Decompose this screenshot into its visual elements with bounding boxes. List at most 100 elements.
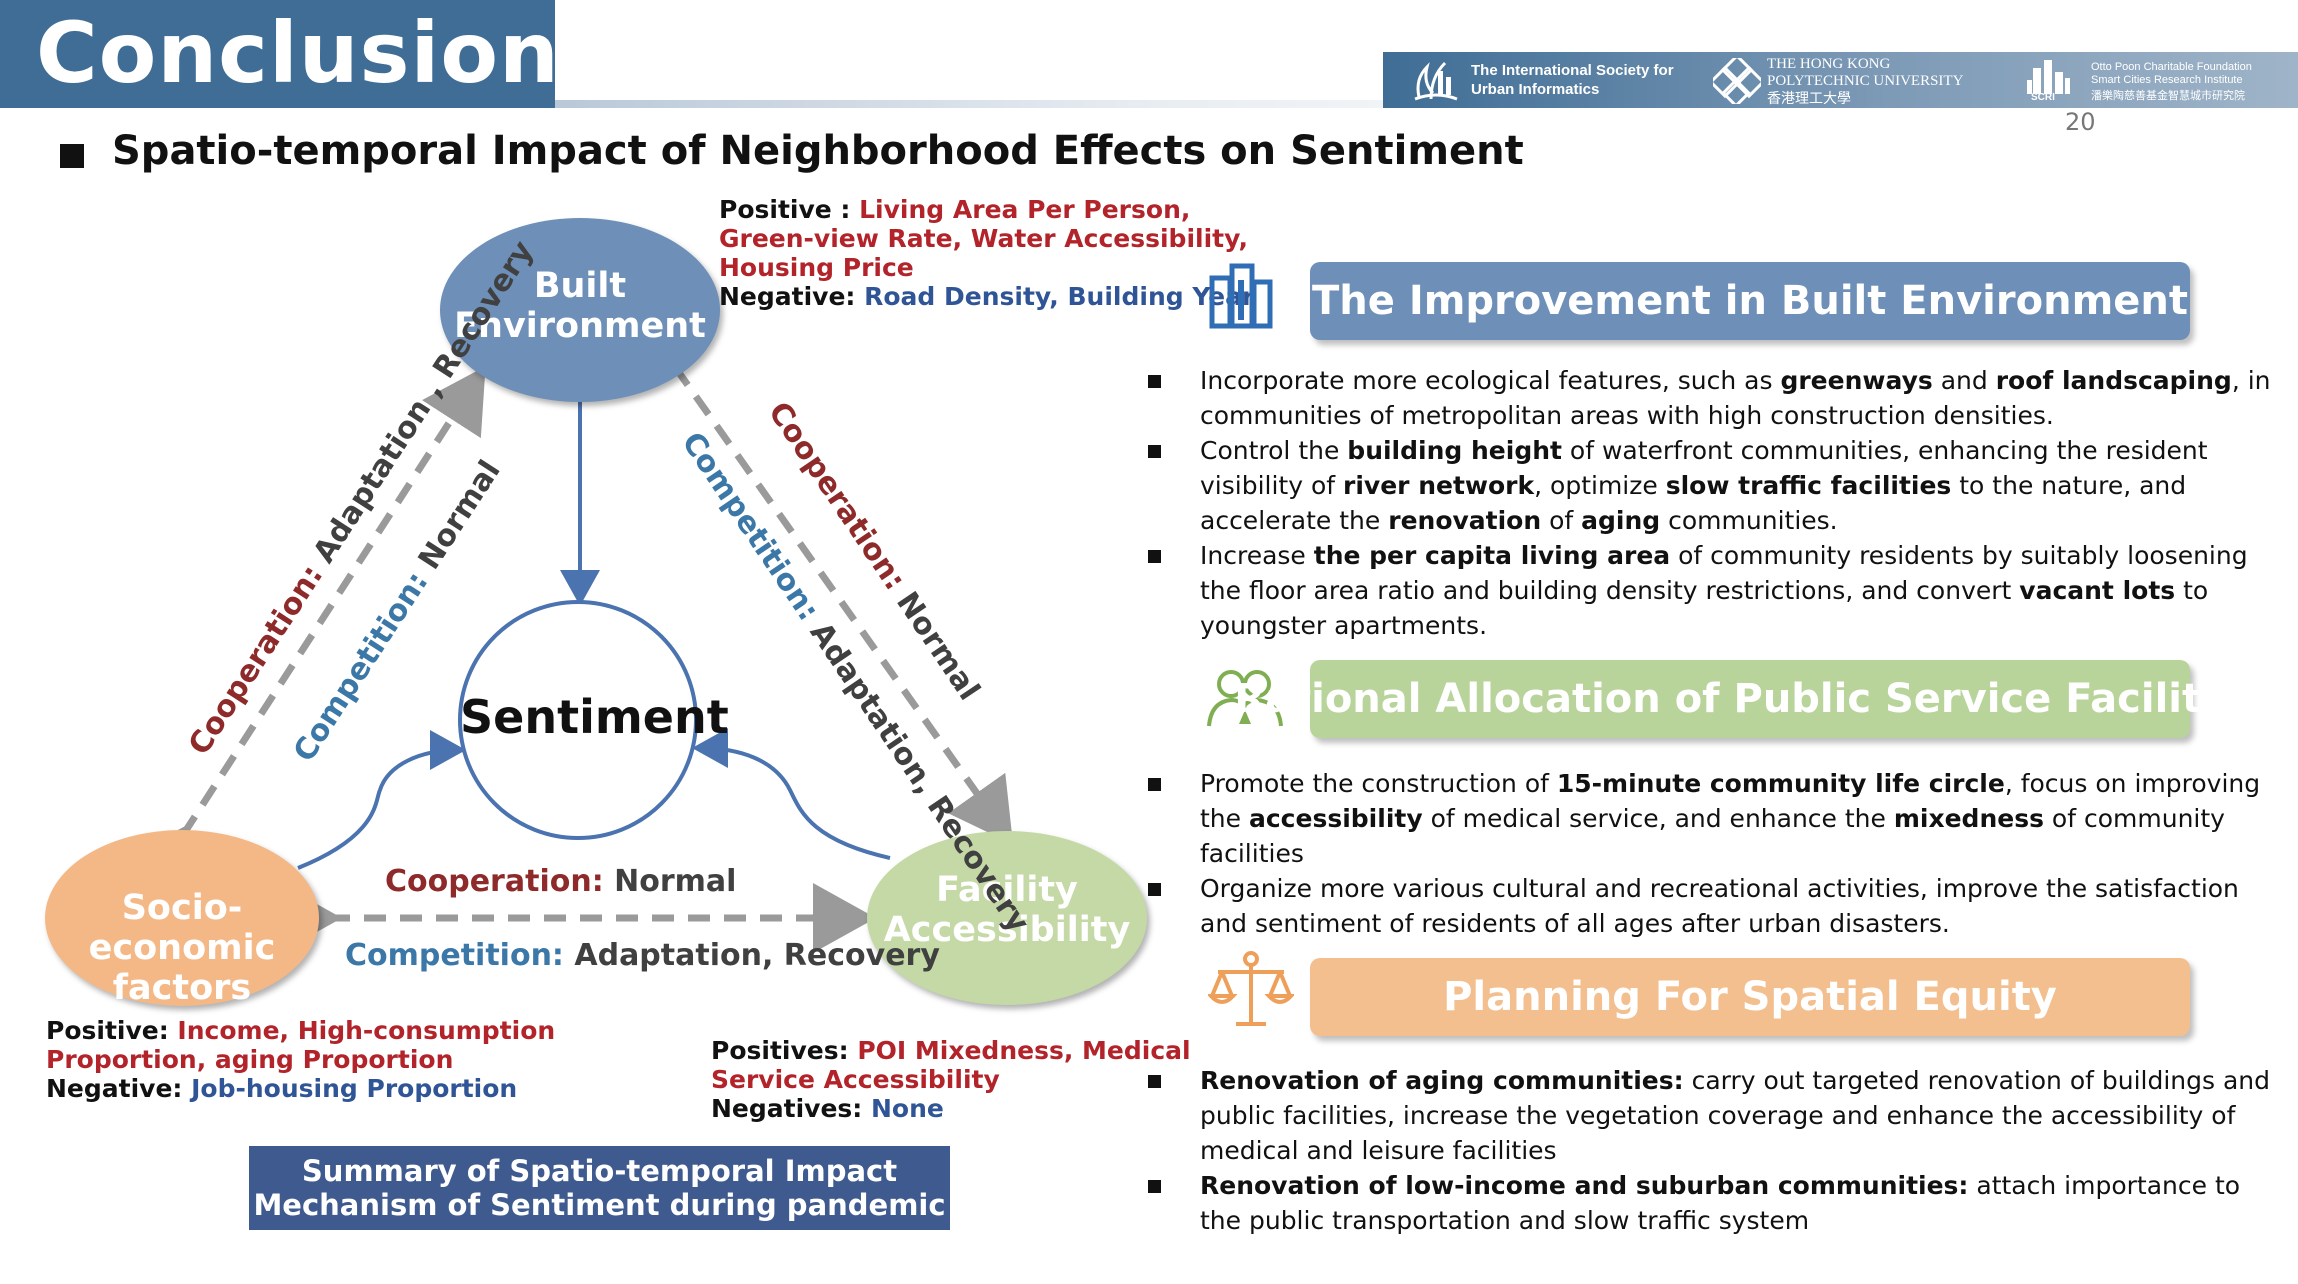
bullet-facility-1-text-a: Promote the construction of xyxy=(1200,769,1557,798)
bottom-cooperation-text: Cooperation: Normal xyxy=(385,864,736,899)
left-relation-arrow xyxy=(127,366,486,896)
bullet-built-2-key-b: river network xyxy=(1343,471,1535,500)
title-underline xyxy=(555,100,1755,108)
built-positive-label: Positive : xyxy=(719,195,860,224)
socio-economic-node xyxy=(45,830,319,1006)
bullet-built-2-text-f: communities. xyxy=(1660,506,1838,535)
bottom-comp-value: Adaptation, Recovery xyxy=(574,938,940,973)
section-heading: Spatio-temporal Impact of Neighborhood E… xyxy=(112,128,1524,174)
bullet-built-3-text-a: Increase xyxy=(1200,541,1314,570)
built-positive-line2: Green-view Rate, Water Accessibility, xyxy=(719,224,1248,253)
facility-label-line1: Facility xyxy=(936,870,1078,910)
polyu-name-line3: 香港理工大學 xyxy=(1767,90,1851,106)
scale-icon xyxy=(1208,951,1294,1026)
page-number: 20 xyxy=(2065,108,2096,136)
bullet-built-2-key-c: slow traffic facilities xyxy=(1665,471,1952,500)
socio-to-sentiment-arrow xyxy=(297,730,466,870)
socio-positive-line1: Income, High-consumption xyxy=(177,1016,556,1045)
bullet-built-2-text-d: to the nature, and accelerate the xyxy=(1200,471,2187,535)
bullet-built-2-text-c: , optimize xyxy=(1534,471,1666,500)
summary-line2: Mechanism of Sentiment during pandemic xyxy=(253,1188,946,1222)
scri-badge: SCRI xyxy=(2031,92,2055,103)
bottom-competition-text: Competition: Adaptation, Recovery xyxy=(345,938,940,973)
facility-positive-line1: POI Mixedness, Medical xyxy=(857,1036,1191,1065)
isui-name-line1: The International Society for xyxy=(1471,62,1674,79)
facility-effects: Positives: POI Mixedness, Medical Servic… xyxy=(711,1036,1191,1123)
built-effects: Positive : Living Area Per Person, Green… xyxy=(719,195,1254,311)
built-negative-label: Negative: xyxy=(719,282,865,311)
logo-banner: The International Society for Urban Info… xyxy=(1383,52,2298,108)
heading-bullet xyxy=(60,144,84,168)
bullets-equity: Renovation of aging communities: carry o… xyxy=(1148,1063,2288,1238)
socio-negative-label: Negative: xyxy=(46,1074,192,1103)
bullet-built-1-key-b: roof landscaping xyxy=(1995,366,2232,395)
bottom-coop-label: Cooperation: xyxy=(385,864,615,899)
bullet-equity-1-text: carry out targeted renovation of buildin… xyxy=(1200,1066,2271,1165)
bullet-equity-2: Renovation of low-income and suburban co… xyxy=(1148,1168,2288,1238)
polyu-logo-icon xyxy=(1713,58,1761,104)
slide-title: Conclusion xyxy=(36,4,560,102)
bullet-built-2-text-e: of xyxy=(1541,506,1582,535)
bullet-built-2-text-b: of waterfront communities, enhancing the… xyxy=(1200,436,2208,500)
bottom-coop-value: Normal xyxy=(614,864,737,899)
built-positive-line1: Living Area Per Person, xyxy=(859,195,1191,224)
bullet-built-3-text-c: to youngster apartments. xyxy=(1200,576,2209,640)
facility-negative-value: None xyxy=(871,1094,944,1123)
bullet-built-2: Control the building height of waterfron… xyxy=(1148,433,2288,538)
bullet-built-3: Increase the per capita living area of c… xyxy=(1148,538,2288,643)
bullet-built-3-key-a: the per capita living area xyxy=(1313,541,1671,570)
bullet-facility-1-text-c: of medical service, and enhance the xyxy=(1422,804,1894,833)
bullet-facility-1-key-c: mixedness xyxy=(1893,804,2044,833)
right-relation-arrow xyxy=(618,306,1014,845)
built-label-line2: Environment xyxy=(454,306,706,346)
facility-positive-line2: Service Accessibility xyxy=(711,1065,1000,1094)
bullet-built-3-key-b: vacant lots xyxy=(2019,576,2176,605)
bullet-built-3-text-b: of community residents by suitably loose… xyxy=(1200,541,2248,605)
bullet-facility-2-text: Organize more various cultural and recre… xyxy=(1200,874,2239,938)
polyu-name-line1: THE HONG KONG xyxy=(1767,56,1891,72)
bullet-facility-1-key-b: accessibility xyxy=(1248,804,1423,833)
summary-line1: Summary of Spatio-temporal Impact xyxy=(301,1154,898,1188)
isui-name-line2: Urban Informatics xyxy=(1471,81,1600,98)
facility-accessibility-label: Facility Accessibility xyxy=(867,870,1147,950)
built-environment-label: Built Environment xyxy=(440,266,720,346)
section-title-equity: Planning For Spatial Equity xyxy=(1310,958,2190,1036)
bullet-built-2-key-e: aging xyxy=(1581,506,1661,535)
built-negative-value: Road Density, Building Year xyxy=(864,282,1255,311)
facility-label-line2: Accessibility xyxy=(883,910,1131,950)
sentiment-node xyxy=(458,600,698,840)
people-icon xyxy=(1207,670,1283,727)
socio-positive-label: Positive: xyxy=(46,1016,178,1045)
socio-negative-value: Job-housing Proportion xyxy=(191,1074,518,1103)
socio-label-line1: Socio-economic xyxy=(88,888,276,968)
socio-effects: Positive: Income, High-consumption Propo… xyxy=(46,1016,555,1103)
facility-to-sentiment-arrow xyxy=(692,728,891,860)
bullet-built-2-text-a: Control the xyxy=(1200,436,1348,465)
facility-positive-label: Positives: xyxy=(711,1036,858,1065)
scri-name-line3: 潘樂陶慈善基金智慧城市研究院 xyxy=(2091,90,2245,102)
socio-economic-label: Socio-economic factors xyxy=(40,888,324,1008)
isui-logo-icon xyxy=(1414,61,1458,101)
title-banner xyxy=(0,0,555,108)
bullets-facility: Promote the construction of 15-minute co… xyxy=(1148,766,2288,941)
polyu-name-line2: POLYTECHNIC UNIVERSITY xyxy=(1767,73,1964,89)
bullet-equity-2-text: attach importance to the public transpor… xyxy=(1200,1171,2241,1235)
bullet-facility-1: Promote the construction of 15-minute co… xyxy=(1148,766,2288,871)
scri-name-line2: Smart Cities Research Institute xyxy=(2091,74,2243,86)
bullet-equity-2-key: Renovation of low-income and suburban co… xyxy=(1200,1171,1969,1200)
bullet-built-2-key-d: renovation xyxy=(1388,506,1542,535)
facility-negative-label: Negatives: xyxy=(711,1094,871,1123)
bullet-built-1-text-c: , in communities of metropolitan areas w… xyxy=(1200,366,2271,430)
built-positive-line3: Housing Price xyxy=(719,253,914,282)
bottom-comp-label: Competition: xyxy=(345,938,575,973)
built-label-line1: Built xyxy=(533,266,627,306)
facility-accessibility-node xyxy=(867,831,1147,1005)
bullet-built-1-text-b: and xyxy=(1932,366,1996,395)
socio-label-line2: factors xyxy=(112,968,252,1008)
section-title-facility: Rational Allocation of Public Service Fa… xyxy=(1234,660,2266,738)
bullets-built: Incorporate more ecological features, su… xyxy=(1148,363,2288,643)
bullet-equity-1-key: Renovation of aging communities: xyxy=(1200,1066,1684,1095)
section-title-built: The Improvement in Built Environment xyxy=(1310,262,2190,340)
bullet-facility-1-text-b: , focus on improving the xyxy=(1200,769,2261,833)
building-icon xyxy=(1209,263,1273,329)
